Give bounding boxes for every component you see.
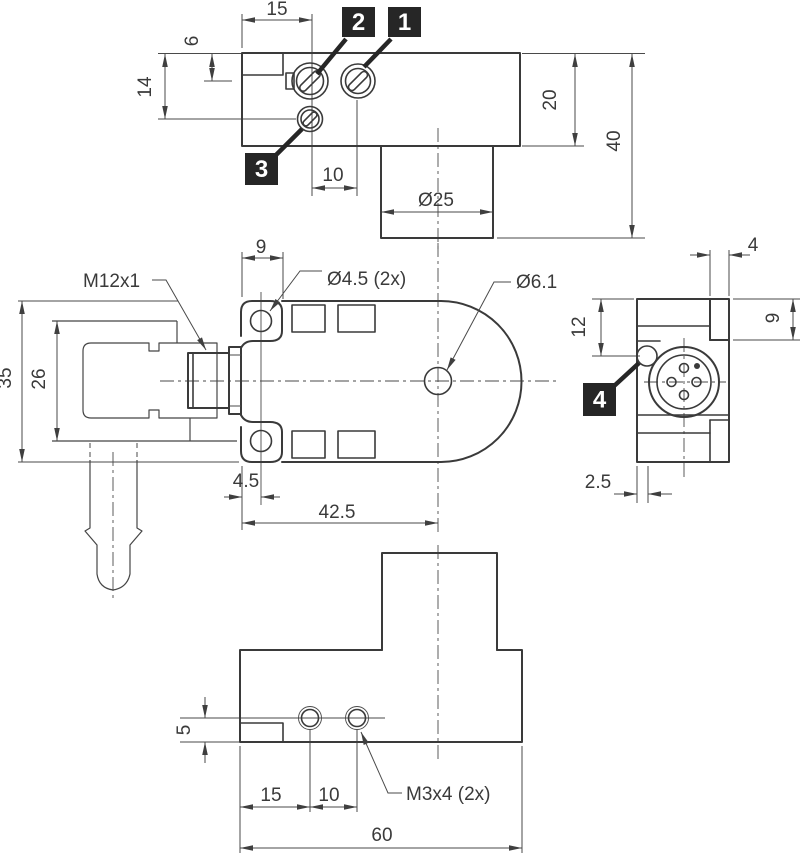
dim-15-top: 15	[266, 0, 287, 20]
m12-leader	[152, 279, 207, 351]
callout-1-number: 1	[398, 9, 411, 36]
connector-keying-notch	[694, 363, 700, 369]
m3-screw-hole	[347, 708, 367, 728]
label-dia45: Ø4.5 (2x)	[327, 269, 406, 290]
side-view: 4 12 9 2.5 4	[569, 235, 800, 503]
m12-connector-face	[648, 346, 720, 418]
dim-40: 40	[604, 130, 625, 151]
dim-4-5: 4.5	[233, 471, 259, 492]
screw3-inner	[300, 109, 320, 129]
connector-pin	[691, 376, 702, 388]
dim-9-side: 9	[763, 313, 784, 324]
dim-5: 5	[174, 725, 195, 736]
m3-thread	[345, 706, 369, 730]
screw1-slot	[347, 70, 369, 92]
screw1-inner	[344, 67, 372, 95]
dim-20: 20	[540, 89, 561, 110]
connector-collar	[228, 346, 242, 415]
m12-thread-stub	[187, 352, 230, 409]
screw3-outer	[296, 105, 324, 133]
bottom-dimension-lines	[180, 545, 523, 853]
screw2-outer	[291, 62, 329, 100]
bottom-cylinder-neck	[381, 552, 498, 651]
label-dia61: Ø6.1	[516, 272, 557, 293]
mounting-ear-bottom	[240, 414, 283, 463]
dim-dia25: Ø25	[418, 190, 454, 211]
bottom-clamp-notch	[239, 722, 284, 743]
m12-connector-inner	[656, 354, 712, 410]
label-m3: M3x4 (2x)	[406, 784, 490, 805]
dim-6: 6	[182, 36, 203, 47]
mount-hole-bottom	[249, 429, 273, 453]
screw2-inner	[295, 66, 325, 96]
label-m12: M12x1	[83, 271, 140, 292]
vent-slot	[291, 304, 326, 333]
bottom-view-body	[239, 552, 523, 743]
callout-4-number: 4	[593, 387, 607, 414]
dim-42-5: 42.5	[319, 502, 356, 523]
callout-1: 1	[362, 7, 421, 69]
callout-4: 4	[583, 361, 641, 416]
cable-right-edge	[112, 460, 143, 591]
connector-pin	[678, 389, 690, 401]
dia61-leader	[446, 281, 511, 371]
screw1-outer	[340, 63, 376, 99]
dim-2-5: 2.5	[585, 472, 611, 493]
dim-35: 35	[0, 367, 16, 388]
dim-26: 26	[29, 368, 50, 389]
top-view: 15 6 14 10 Ø25 20 40 2 1 3	[135, 0, 645, 252]
plan-dimension-lines	[18, 243, 556, 532]
mounting-ear-top	[240, 300, 283, 349]
screw2-tab	[285, 72, 295, 90]
callout-2-number: 2	[352, 9, 365, 36]
mount-hole-top	[249, 309, 273, 333]
vent-slot	[337, 430, 376, 459]
callout-3: 3	[245, 127, 304, 185]
bottom-body-outline	[239, 649, 523, 743]
plan-view: M12x1 Ø4.5 (2x) Ø6.1 9 35 26 4.5 42.5	[0, 237, 557, 600]
top-cylinder	[380, 145, 494, 239]
dim-60: 60	[371, 825, 392, 846]
vent-slot	[337, 304, 376, 333]
top-view-dimension-lines	[158, 14, 645, 252]
dim-12: 12	[569, 316, 590, 337]
dia45-leader	[269, 270, 322, 312]
dim-4-side: 4	[748, 235, 759, 256]
sensor-body-outline	[281, 300, 523, 463]
top-view-body	[241, 52, 521, 239]
center-hole	[423, 366, 453, 396]
vent-slot	[291, 430, 326, 459]
callout-2: 2	[315, 7, 375, 76]
dim-14: 14	[135, 76, 156, 98]
connector-pin	[666, 376, 677, 388]
led-indicator	[636, 345, 658, 367]
screw3-slot	[302, 111, 318, 127]
dim-9-plan: 9	[256, 237, 267, 258]
dim-10-top: 10	[322, 165, 343, 186]
connector-pin	[678, 362, 690, 374]
m3-leader	[360, 731, 402, 794]
side-view-body	[636, 298, 730, 463]
callout-3-number: 3	[255, 156, 268, 183]
phantom-connector-plug	[52, 320, 237, 600]
cable-left-edge	[84, 460, 114, 591]
dim-10-bottom: 10	[318, 785, 339, 806]
dim-15-bottom: 15	[260, 785, 281, 806]
m3-screw-hole	[300, 708, 320, 728]
bottom-view: M3x4 (2x) 5 15 10 60	[174, 545, 523, 853]
screw-symbols	[285, 62, 376, 133]
plan-view-body	[187, 300, 523, 463]
m3-thread	[298, 706, 322, 730]
top-clamp-notch	[241, 52, 284, 76]
